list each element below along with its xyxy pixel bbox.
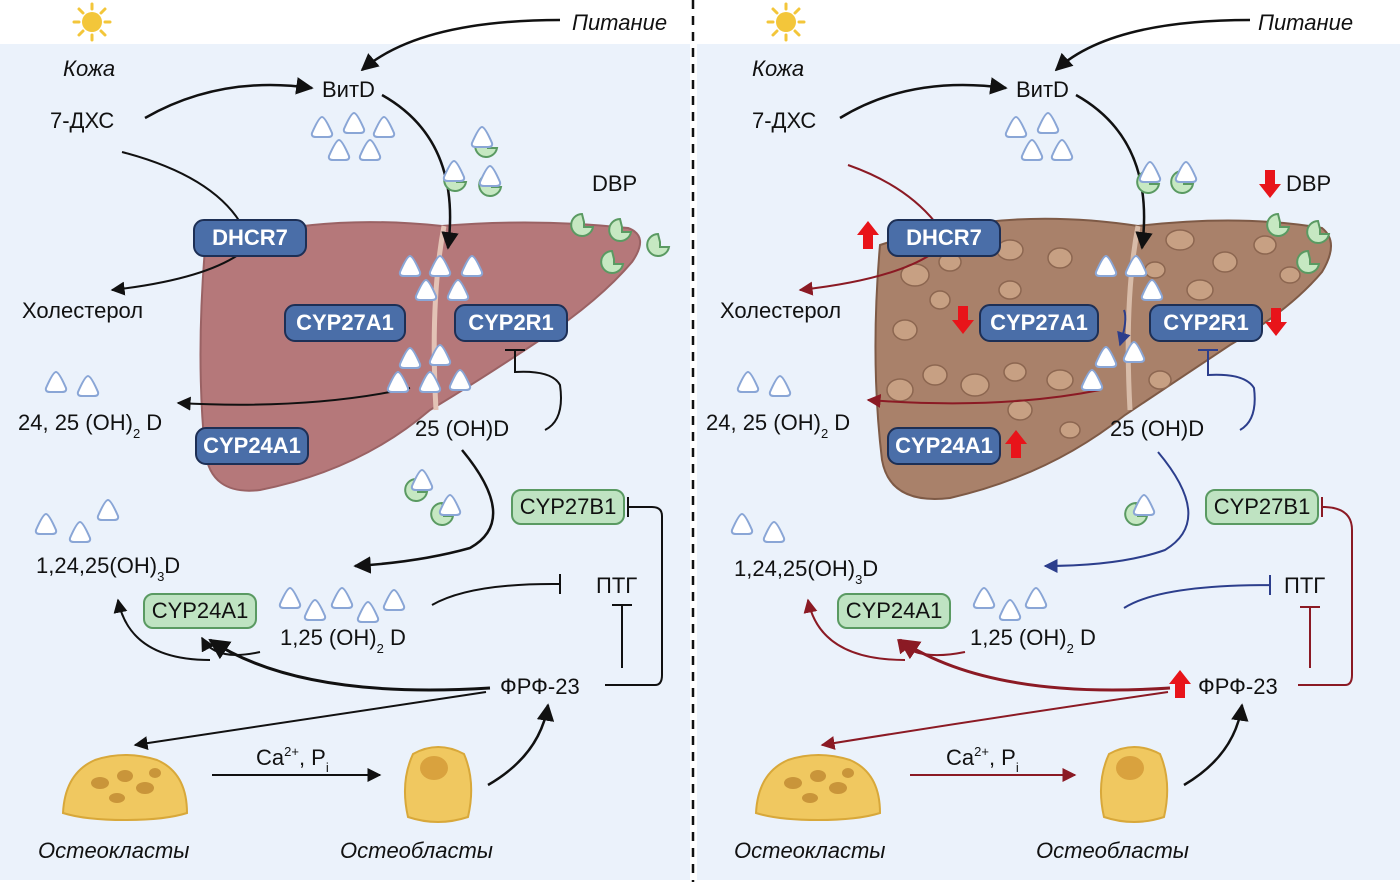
arrow-7dhc-to-vitd-right [839, 77, 1008, 120]
nutrition-label: Питание [572, 10, 667, 35]
svg-text:CYP27B1: CYP27B1 [1214, 494, 1311, 519]
arrow-cyp24a1-to-124-25-right [803, 598, 906, 661]
dhc-label: 7-ДХС [50, 108, 114, 133]
osteoclasts-label-right: Остеокласты [734, 838, 885, 863]
cyp2r1-enzyme-box-right: CYP2R1 [1149, 304, 1263, 342]
line-7dhc-to-dhcr7 [121, 151, 241, 223]
arrow-nutrition-to-vitd-right [1054, 18, 1251, 72]
svg-text:CYP27B1: CYP27B1 [520, 494, 617, 519]
svg-text:CYP27A1: CYP27A1 [296, 310, 394, 335]
arrow-25oh-to-125-right [1043, 451, 1190, 573]
svg-text:CYP24A1: CYP24A1 [203, 433, 301, 458]
ptg-label-right: ПТГ [1284, 573, 1325, 598]
arrow-vitd-to-liver-right [1075, 93, 1153, 250]
osteoblasts-label: Остеобласты [340, 838, 493, 863]
arrow-frf-to-osteoclasts [133, 691, 487, 751]
arrow-cyp27a1-to-liver-right [1117, 309, 1131, 347]
arrow-frf-to-cyp24a1 [208, 638, 491, 692]
metabolite-25oh-label: 25 (OH)D [415, 416, 509, 441]
dhc-label-right: 7-ДХС [752, 108, 816, 133]
cyp24a1-kidney-enzyme-box-right: CYP24A1 [837, 593, 951, 629]
ptg-label: ПТГ [596, 573, 637, 598]
osteoblast-cell-right [1099, 746, 1169, 823]
svg-text:CYP2R1: CYP2R1 [468, 310, 554, 335]
osteoblasts-label-right: Остеобласты [1036, 838, 1189, 863]
svg-text:DHCR7: DHCR7 [212, 225, 288, 250]
metabolite-24-25-label-right: 24, 25 (OH)2 D [706, 410, 850, 441]
cyp24a1-liver-enzyme-box: CYP24A1 [195, 427, 309, 465]
arrow-dhcr7-to-cholesterol [110, 254, 239, 296]
arrow-osteoblasts-to-frf [487, 703, 555, 787]
metabolite-25oh-label-right: 25 (OH)D [1110, 416, 1204, 441]
cyp27a1-enzyme-box: CYP27A1 [284, 304, 406, 342]
cyp24a1-kidney-enzyme-box: CYP24A1 [143, 593, 257, 629]
svg-text:CYP27A1: CYP27A1 [990, 310, 1088, 335]
dhcr7-enzyme-box: DHCR7 [193, 219, 307, 257]
ca-pi-label-right: Ca2+, Pi [946, 744, 1019, 775]
frf23-label: ФРФ-23 [500, 674, 580, 699]
fatty-liver-ligament [1125, 225, 1141, 411]
osteoblast-cell [403, 746, 473, 823]
arrow-frf-to-osteoclasts-right [820, 691, 1169, 750]
dbp-label-right: DBP [1286, 171, 1331, 196]
inhibit-frf-to-cyp27b1 [605, 497, 663, 686]
metabolite-125-label: 1,25 (OH)2 D [280, 625, 406, 656]
dbp-label: DBP [592, 171, 637, 196]
skin-label: Кожа [63, 56, 115, 81]
arrow-liver-to-24-25-right [866, 389, 1101, 408]
arrow-25oh-to-125 [353, 449, 495, 574]
metabolite-24-25-label: 24, 25 (OH)2 D [18, 410, 162, 441]
osteoclasts-label: Остеокласты [38, 838, 189, 863]
line-7dhc-to-dhcr7-right [847, 164, 936, 223]
svg-text:DHCR7: DHCR7 [906, 225, 982, 250]
metabolite-125-label-right: 1,25 (OH)2 D [970, 625, 1096, 656]
ca-pi-label: Ca2+, Pi [256, 744, 329, 775]
arrow-nutrition-to-vitd [360, 18, 561, 72]
sun-icon [766, 2, 806, 42]
sun-icon [72, 2, 112, 42]
arrow-osteoblasts-to-frf-right [1183, 703, 1249, 787]
metabolite-124-25-label: 1,24,25(OH)3D [36, 553, 180, 584]
arrow-frf-to-cyp24a1-right [898, 638, 1171, 692]
nutrition-label-right: Питание [1258, 10, 1353, 35]
arrow-dhcr7-to-cholesterol-right [798, 254, 931, 296]
vitd-label-right: ВитD [1016, 77, 1069, 102]
inhibit-frf-to-cyp27b1-right [1298, 497, 1353, 686]
svg-text:CYP2R1: CYP2R1 [1163, 310, 1249, 335]
inhibit-frf-to-ptg [612, 604, 632, 668]
arrow-vitd-to-liver [381, 93, 459, 250]
metabolite-124-25-label-right: 1,24,25(OH)3D [734, 556, 878, 587]
inhibit-frf-to-ptg-right [1300, 606, 1320, 668]
inhibit-125-to-ptg [431, 574, 561, 606]
cyp2r1-enzyme-box: CYP2R1 [454, 304, 568, 342]
cyp27b1-enzyme-box-right: CYP27B1 [1205, 489, 1319, 525]
frf23-label-right: ФРФ-23 [1198, 674, 1278, 699]
dhcr7-enzyme-box-right: DHCR7 [887, 219, 1001, 257]
svg-text:CYP24A1: CYP24A1 [152, 598, 249, 623]
svg-text:CYP24A1: CYP24A1 [895, 433, 993, 458]
skin-label-right: Кожа [752, 56, 804, 81]
inhibit-25oh-to-cyp2r1 [505, 349, 562, 431]
cyp27b1-enzyme-box: CYP27B1 [511, 489, 625, 525]
cyp27a1-enzyme-box-right: CYP27A1 [979, 304, 1099, 342]
arrow-cyp24a1-to-124-25 [113, 598, 211, 661]
cyp24a1-liver-enzyme-box-right: CYP24A1 [887, 427, 1001, 465]
cholesterol-label: Холестерол [22, 298, 143, 323]
cholesterol-label-right: Холестерол [720, 298, 841, 323]
arrow-7dhc-to-vitd [144, 77, 314, 120]
inhibit-125-to-ptg-right [1123, 575, 1271, 609]
inhibit-25oh-to-cyp2r1-right [1198, 349, 1256, 431]
svg-text:CYP24A1: CYP24A1 [846, 598, 943, 623]
vitd-label: ВитD [322, 77, 375, 102]
arrow-liver-to-24-25 [176, 387, 411, 411]
